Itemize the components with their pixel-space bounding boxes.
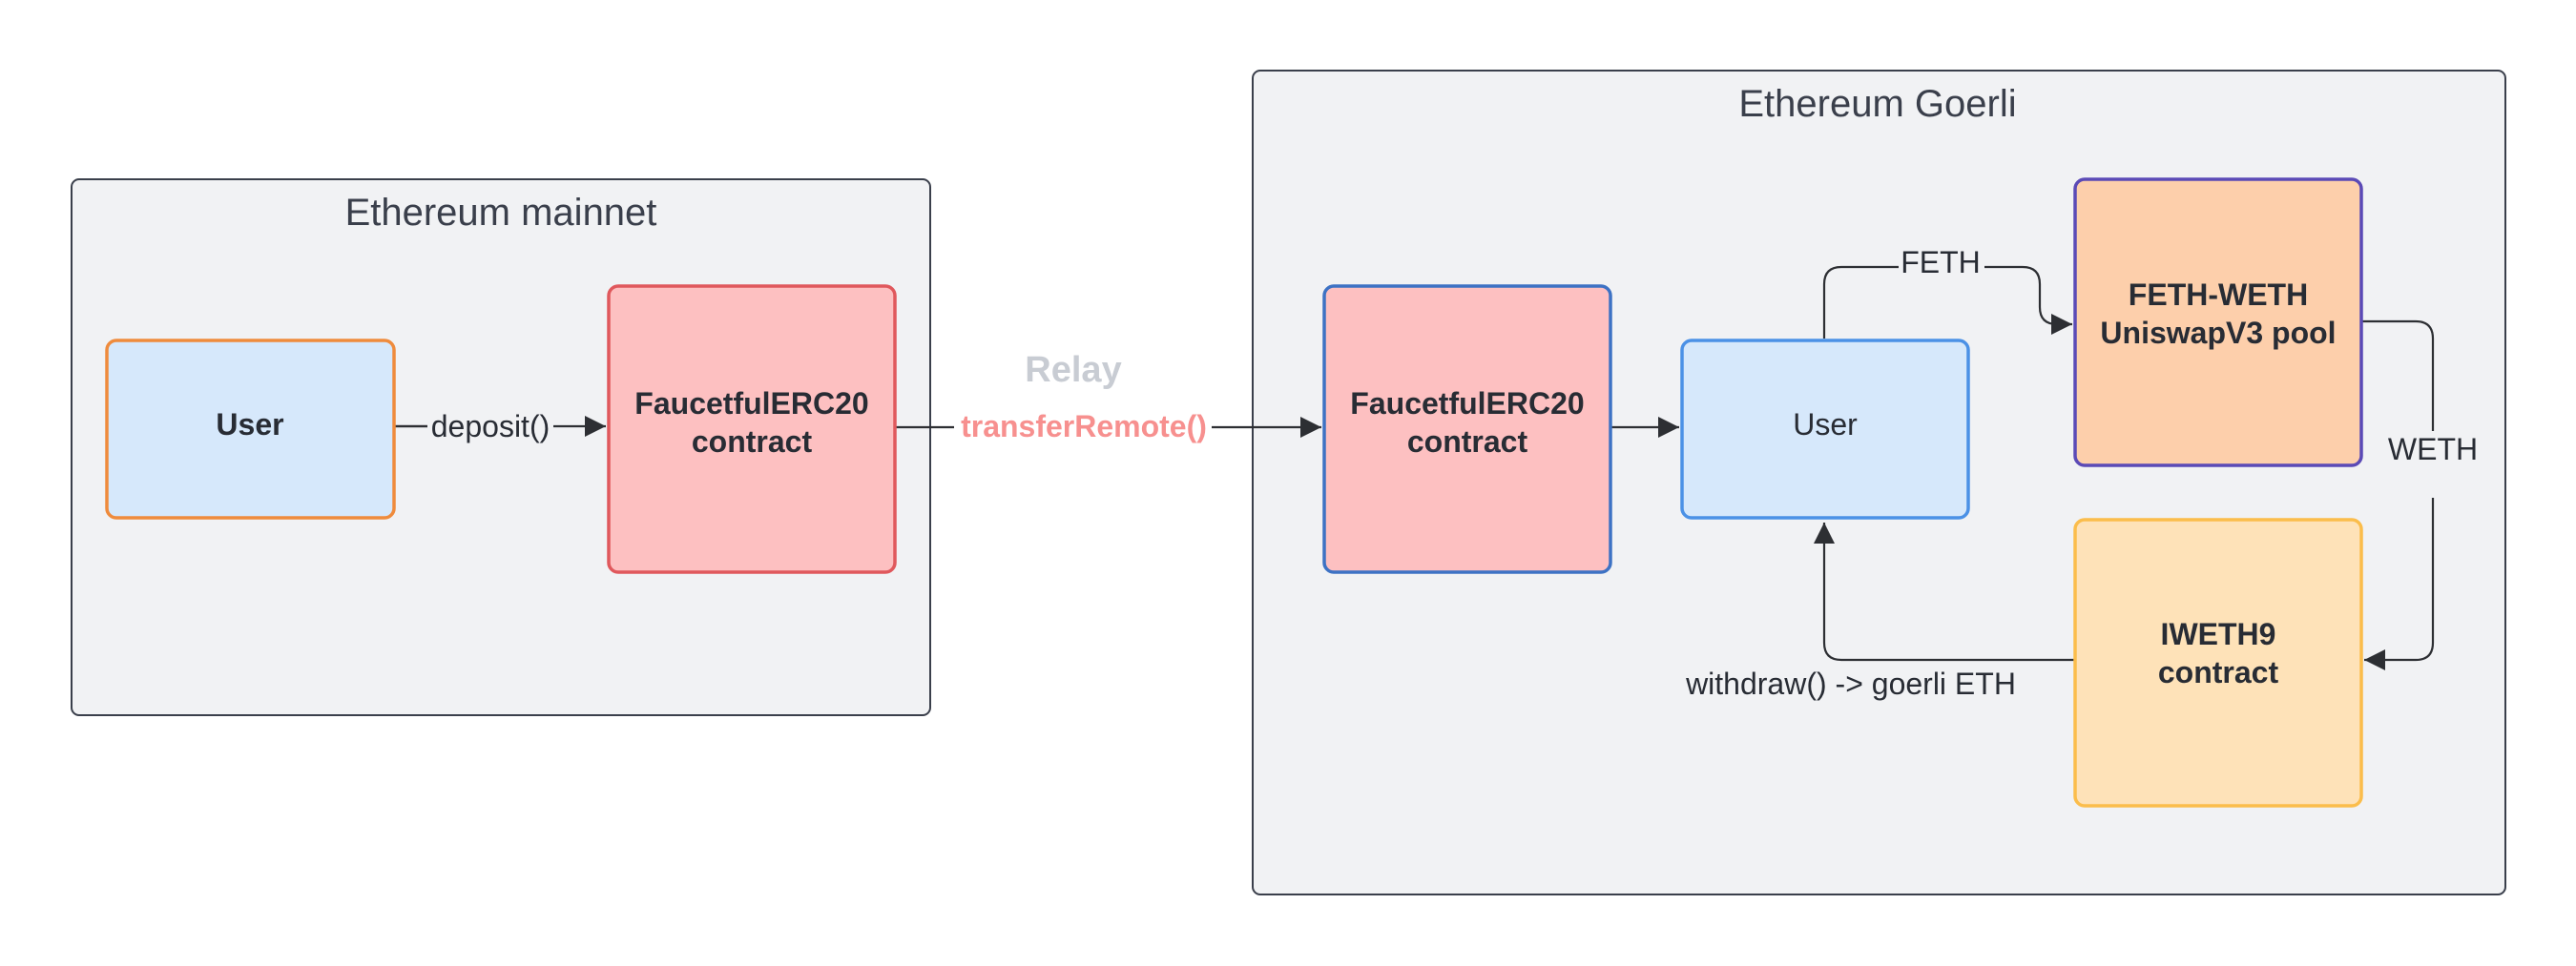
node-uniswap-pool-label-line1: FETH-WETH — [2129, 277, 2308, 312]
node-user-mainnet-box — [105, 339, 396, 520]
node-uniswap-pool-box — [2073, 177, 2363, 467]
node-iweth9: IWETH9 contract — [2073, 518, 2363, 808]
node-faucet-goerli-box — [1322, 284, 1612, 574]
node-faucet-mainnet: FaucetfulERC20 contract — [607, 284, 897, 574]
node-user-mainnet-label: User — [216, 407, 283, 442]
group-ethereum-goerli-title: Ethereum Goerli — [1738, 83, 2016, 125]
edge-labels: deposit() Relay transferRemote() FETH WE… — [431, 245, 2478, 701]
edge-label-weth: WETH — [2388, 432, 2478, 466]
node-iweth9-label-line2: contract — [2158, 655, 2279, 689]
node-user-goerli-label: User — [1793, 407, 1858, 442]
node-faucet-mainnet-box — [607, 284, 897, 574]
node-user-mainnet: User — [105, 339, 396, 520]
node-faucet-goerli-label-line1: FaucetfulERC20 — [1350, 386, 1584, 421]
node-faucet-goerli-label-line2: contract — [1407, 424, 1528, 459]
node-iweth9-box — [2073, 518, 2363, 808]
edge-label-relay: Relay — [1025, 350, 1121, 390]
edge-withdraw — [1814, 523, 2075, 662]
node-user-goerli: User — [1680, 339, 1970, 520]
edge-label-transfer-remote: transferRemote() — [961, 409, 1207, 443]
edge-label-withdraw: withdraw() -> goerli ETH — [1685, 667, 2016, 701]
edge-label-deposit: deposit() — [431, 409, 551, 443]
edges — [394, 265, 2435, 662]
group-ethereum-mainnet-title: Ethereum mainnet — [345, 192, 657, 234]
edge-weth — [2361, 319, 2435, 660]
node-user-goerli-box — [1680, 339, 1970, 520]
edge-label-feth: FETH — [1901, 245, 1981, 279]
node-faucet-mainnet-label-line2: contract — [692, 424, 813, 459]
node-iweth9-label-line1: IWETH9 — [2161, 617, 2276, 651]
node-uniswap-pool: FETH-WETH UniswapV3 pool — [2073, 177, 2363, 467]
node-faucet-goerli: FaucetfulERC20 contract — [1322, 284, 1612, 574]
node-uniswap-pool-label-line2: UniswapV3 pool — [2100, 316, 2336, 350]
node-faucet-mainnet-label-line1: FaucetfulERC20 — [634, 386, 868, 421]
edge-feth — [1822, 265, 2072, 339]
